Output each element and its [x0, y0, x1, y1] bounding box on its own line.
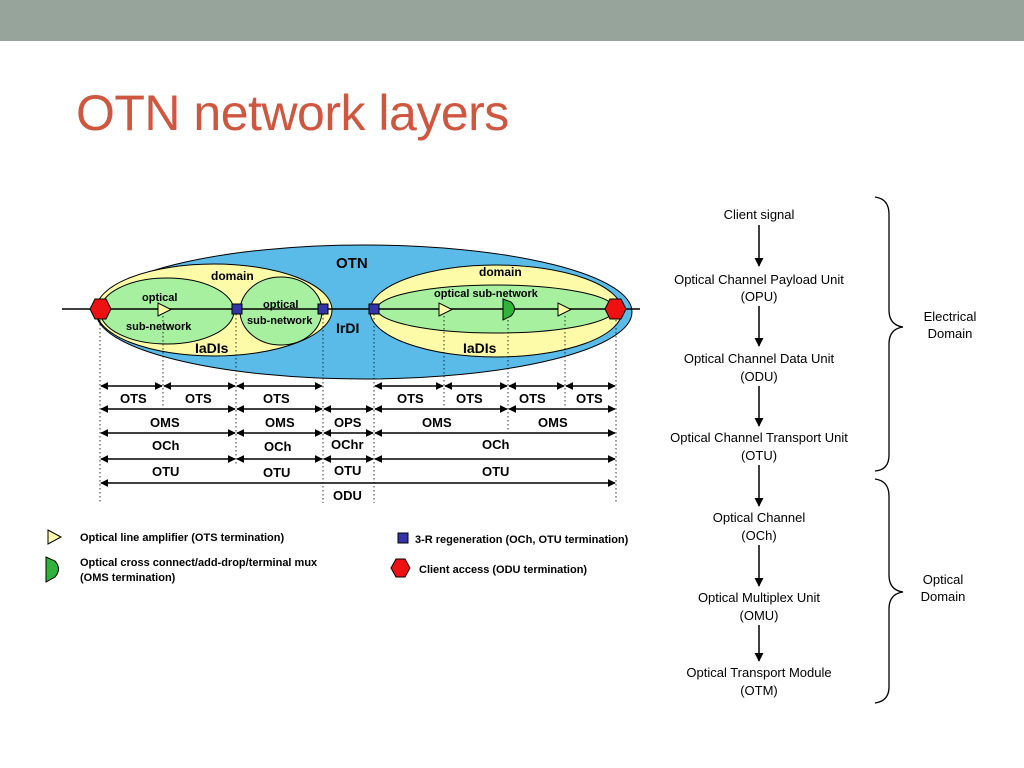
- client-access-icon: [89, 298, 112, 320]
- otm-name: Optical Transport Module: [686, 665, 831, 680]
- regenerator-icon: [317, 303, 329, 315]
- irdi-label: IrDI: [336, 320, 359, 336]
- legend-oxc-line2: (OMS termination): [80, 572, 176, 584]
- client-signal-label: Client signal: [724, 207, 795, 222]
- oms-label: OMS: [538, 415, 568, 430]
- legend-regen: 3-R regeneration (OCh, OTU termination): [415, 534, 629, 546]
- otu-label: OTU: [334, 463, 361, 478]
- legend-client: Client access (ODU termination): [419, 564, 587, 576]
- right-sub-label: optical sub-network: [434, 288, 539, 300]
- client-access-icon: [604, 298, 627, 320]
- ots-label: OTS: [576, 391, 603, 406]
- regenerator-icon: [231, 303, 243, 315]
- och-label: OCh: [152, 438, 180, 453]
- legend-oxc-icon: [45, 556, 59, 583]
- slide-title: OTN network layers: [76, 85, 509, 141]
- legend-oxc-line1: Optical cross connect/add-drop/terminal …: [80, 557, 318, 569]
- otu-label: OTU: [152, 464, 179, 479]
- electrical-domain-brace: [874, 196, 904, 472]
- right-domain-label: domain: [479, 265, 522, 279]
- optical-domain-brace: [874, 478, 904, 704]
- ops-label: OPS: [334, 415, 362, 430]
- left-domain-label: domain: [211, 269, 254, 283]
- optical-domain-line1: Optical: [923, 572, 964, 587]
- left-sub1-line1: optical: [142, 292, 177, 304]
- legend-amplifier-icon: [47, 529, 63, 545]
- och-abbr: (OCh): [741, 528, 776, 543]
- opu-abbr: (OPU): [741, 289, 778, 304]
- oms-label: OMS: [265, 415, 295, 430]
- left-iadi-label: IaDIs: [195, 340, 229, 356]
- oms-label: OMS: [150, 415, 180, 430]
- amplifier-icon: [438, 302, 454, 317]
- ots-label: OTS: [120, 391, 147, 406]
- legend-client-icon: [390, 558, 411, 578]
- och-label: OCh: [482, 437, 510, 452]
- ots-label: OTS: [456, 391, 483, 406]
- otn-network-diagram: OTN IrDI domain optical sub-network opti…: [45, 244, 640, 584]
- left-sub2-line2: sub-network: [247, 315, 313, 327]
- omu-name: Optical Multiplex Unit: [698, 590, 820, 605]
- odu-name: Optical Channel Data Unit: [684, 351, 835, 366]
- och-name: Optical Channel: [713, 510, 806, 525]
- amplifier-icon: [157, 302, 173, 317]
- ochr-label: OChr: [331, 437, 364, 452]
- legend-amplifier: Optical line amplifier (OTS termination): [80, 532, 284, 544]
- otm-abbr: (OTM): [740, 683, 778, 698]
- odu-abbr: (ODU): [740, 369, 778, 384]
- otu-label: OTU: [482, 464, 509, 479]
- electrical-domain-line2: Domain: [928, 326, 973, 341]
- omu-abbr: (OMU): [740, 608, 779, 623]
- left-sub2-line1: optical: [263, 299, 298, 311]
- regenerator-icon: [368, 303, 380, 315]
- otu-label: OTU: [263, 465, 290, 480]
- och-label: OCh: [264, 439, 292, 454]
- amplifier-icon: [557, 302, 573, 317]
- odu-label: ODU: [333, 488, 362, 503]
- ots-label: OTS: [185, 391, 212, 406]
- ots-label: OTS: [397, 391, 424, 406]
- electrical-domain-line1: Electrical: [924, 309, 977, 324]
- left-sub1-line2: sub-network: [126, 321, 192, 333]
- otu-name: Optical Channel Transport Unit: [670, 430, 848, 445]
- optical-domain-line2: Domain: [921, 589, 966, 604]
- otn-hierarchy-diagram: Client signal Optical Channel Payload Un…: [670, 196, 977, 704]
- guide-lines: [99, 314, 617, 503]
- layer-arrows: [100, 382, 616, 487]
- ots-label: OTS: [263, 391, 290, 406]
- oxc-icon: [502, 298, 515, 321]
- opu-name: Optical Channel Payload Unit: [674, 272, 844, 287]
- right-iadi-label: IaDIs: [463, 340, 497, 356]
- legend-regen-icon: [397, 532, 409, 544]
- oms-label: OMS: [422, 415, 452, 430]
- otu-abbr: (OTU): [741, 448, 777, 463]
- top-bar: [0, 0, 1024, 41]
- otn-label: OTN: [336, 255, 368, 272]
- left-subnetwork-2: [239, 276, 323, 346]
- ots-label: OTS: [519, 391, 546, 406]
